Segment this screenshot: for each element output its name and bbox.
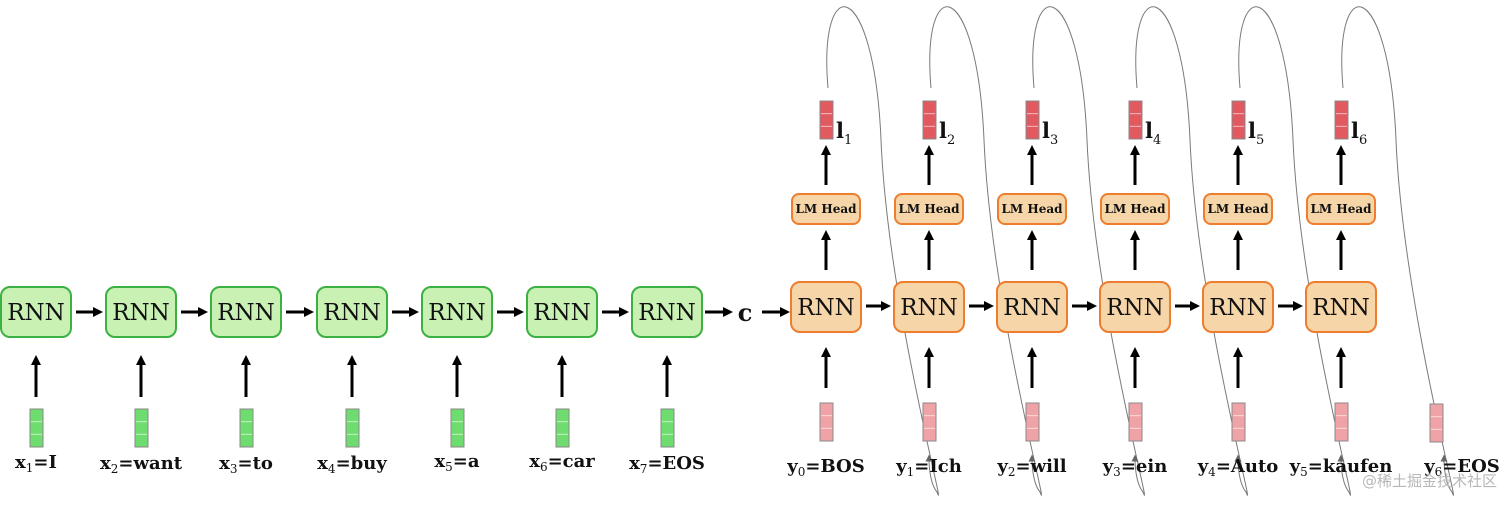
lm-head: LM Head	[997, 193, 1067, 225]
logit-label: l1	[836, 118, 852, 148]
encoder-embedding-vector	[660, 408, 675, 448]
decoder-embedding-vector	[819, 402, 834, 442]
decoder-rnn-cell: RNN	[790, 281, 862, 333]
logit-label: l2	[939, 118, 955, 148]
decoder-input-token: y2=will	[996, 456, 1066, 479]
logit-vector	[1334, 100, 1349, 140]
encoder-embedding-vector	[345, 408, 360, 448]
encoder-embedding-vector	[450, 408, 465, 448]
decoder-rnn-cell: RNN	[996, 281, 1068, 333]
logit-label: l6	[1351, 118, 1367, 148]
decoder-rnn-cell: RNN	[1202, 281, 1274, 333]
logit-label: l5	[1248, 118, 1264, 148]
lm-head-label: LM Head	[795, 202, 857, 216]
lm-head: LM Head	[894, 193, 964, 225]
encoder-input-token: x7=EOS	[629, 453, 705, 476]
encoder-embedding-vector	[555, 408, 570, 448]
decoder-input-token: y0=BOS	[786, 456, 864, 479]
encoder-input-token: x4=buy	[317, 453, 387, 476]
decoder-embedding-vector	[1231, 402, 1246, 442]
rnn-label: RNN	[533, 300, 591, 326]
logit-vector	[1231, 100, 1246, 140]
decoder-input-token: y6=EOS	[1423, 456, 1500, 479]
decoder-input-token: y5=kaufen	[1289, 456, 1393, 479]
encoder-rnn-cell: RNN	[105, 286, 177, 338]
feedback-loop	[929, 6, 1043, 496]
logit-vector	[922, 100, 937, 140]
rnn-label: RNN	[900, 295, 958, 321]
lm-head: LM Head	[791, 193, 861, 225]
rnn-label: RNN	[7, 300, 65, 326]
feedback-loop	[1032, 6, 1146, 496]
encoder-rnn-cell: RNN	[316, 286, 388, 338]
encoder-embedding-vector	[29, 408, 44, 448]
arrows	[31, 145, 1346, 397]
rnn-label: RNN	[1106, 295, 1164, 321]
rnn-label: RNN	[1003, 295, 1061, 321]
rnn-label: RNN	[638, 300, 696, 326]
encoder-embedding-vector	[134, 408, 149, 448]
decoder-input-token: y1=Ich	[895, 456, 962, 479]
rnn-label: RNN	[1209, 295, 1267, 321]
decoder-rnn-cell: RNN	[1099, 281, 1171, 333]
encoder-input-token: x2=want	[100, 453, 183, 476]
lm-head: LM Head	[1100, 193, 1170, 225]
lm-head-label: LM Head	[898, 202, 960, 216]
decoder-embedding-vector	[1128, 402, 1143, 442]
encoder-rnn-cell: RNN	[421, 286, 493, 338]
rnn-label: RNN	[428, 300, 486, 326]
decoder-embedding-vector	[1334, 402, 1349, 442]
decoder-input-token: y3=ein	[1102, 456, 1168, 479]
rnn-label: RNN	[797, 295, 855, 321]
logit-label: l4	[1145, 118, 1161, 148]
logit-vector	[819, 100, 834, 140]
logit-vector	[1025, 100, 1040, 140]
encoder: RNN x1=I RNN x2=want RNN x3=to RNN x4=buy RNN x5=…	[0, 286, 705, 476]
encoder-input-token: x3=to	[219, 453, 273, 476]
feedback-loops	[826, 6, 1455, 496]
lm-head: LM Head	[1203, 193, 1273, 225]
decoder-embedding-vector	[922, 402, 937, 442]
feedback-loop	[1238, 6, 1352, 496]
decoder-rnn-cell: RNN	[1305, 281, 1377, 333]
feedback-loop	[1341, 6, 1455, 496]
watermark: @稀土掘金技术社区	[1362, 472, 1497, 490]
decoder-embedding-vector	[1429, 403, 1444, 443]
encoder-rnn-cell: RNN	[0, 286, 72, 338]
feedback-loop	[1135, 6, 1249, 496]
context-vector-label: c	[738, 298, 753, 327]
lm-head-label: LM Head	[1104, 202, 1166, 216]
encoder-rnn-cell: RNN	[210, 286, 282, 338]
encoder-embedding-vector	[239, 408, 254, 448]
rnn-label: RNN	[1312, 295, 1370, 321]
rnn-label: RNN	[112, 300, 170, 326]
lm-head-label: LM Head	[1310, 202, 1372, 216]
decoder-input-token: y4=Auto	[1197, 456, 1279, 479]
lm-head-label: LM Head	[1001, 202, 1063, 216]
logit-vector	[1128, 100, 1143, 140]
encoder-input-token: x1=I	[15, 452, 57, 475]
lm-head-label: LM Head	[1207, 202, 1269, 216]
lm-head: LM Head	[1306, 193, 1376, 225]
decoder-embedding-vector	[1025, 402, 1040, 442]
encoder-rnn-cell: RNN	[631, 286, 703, 338]
rnn-label: RNN	[323, 300, 381, 326]
encoder-rnn-cell: RNN	[526, 286, 598, 338]
encoder-input-token: x5=a	[434, 451, 479, 474]
encoder-input-token: x6=car	[529, 451, 595, 474]
logit-label: l3	[1042, 118, 1058, 148]
rnn-label: RNN	[217, 300, 275, 326]
feedback-loop	[826, 6, 940, 496]
decoder-rnn-cell: RNN	[893, 281, 965, 333]
